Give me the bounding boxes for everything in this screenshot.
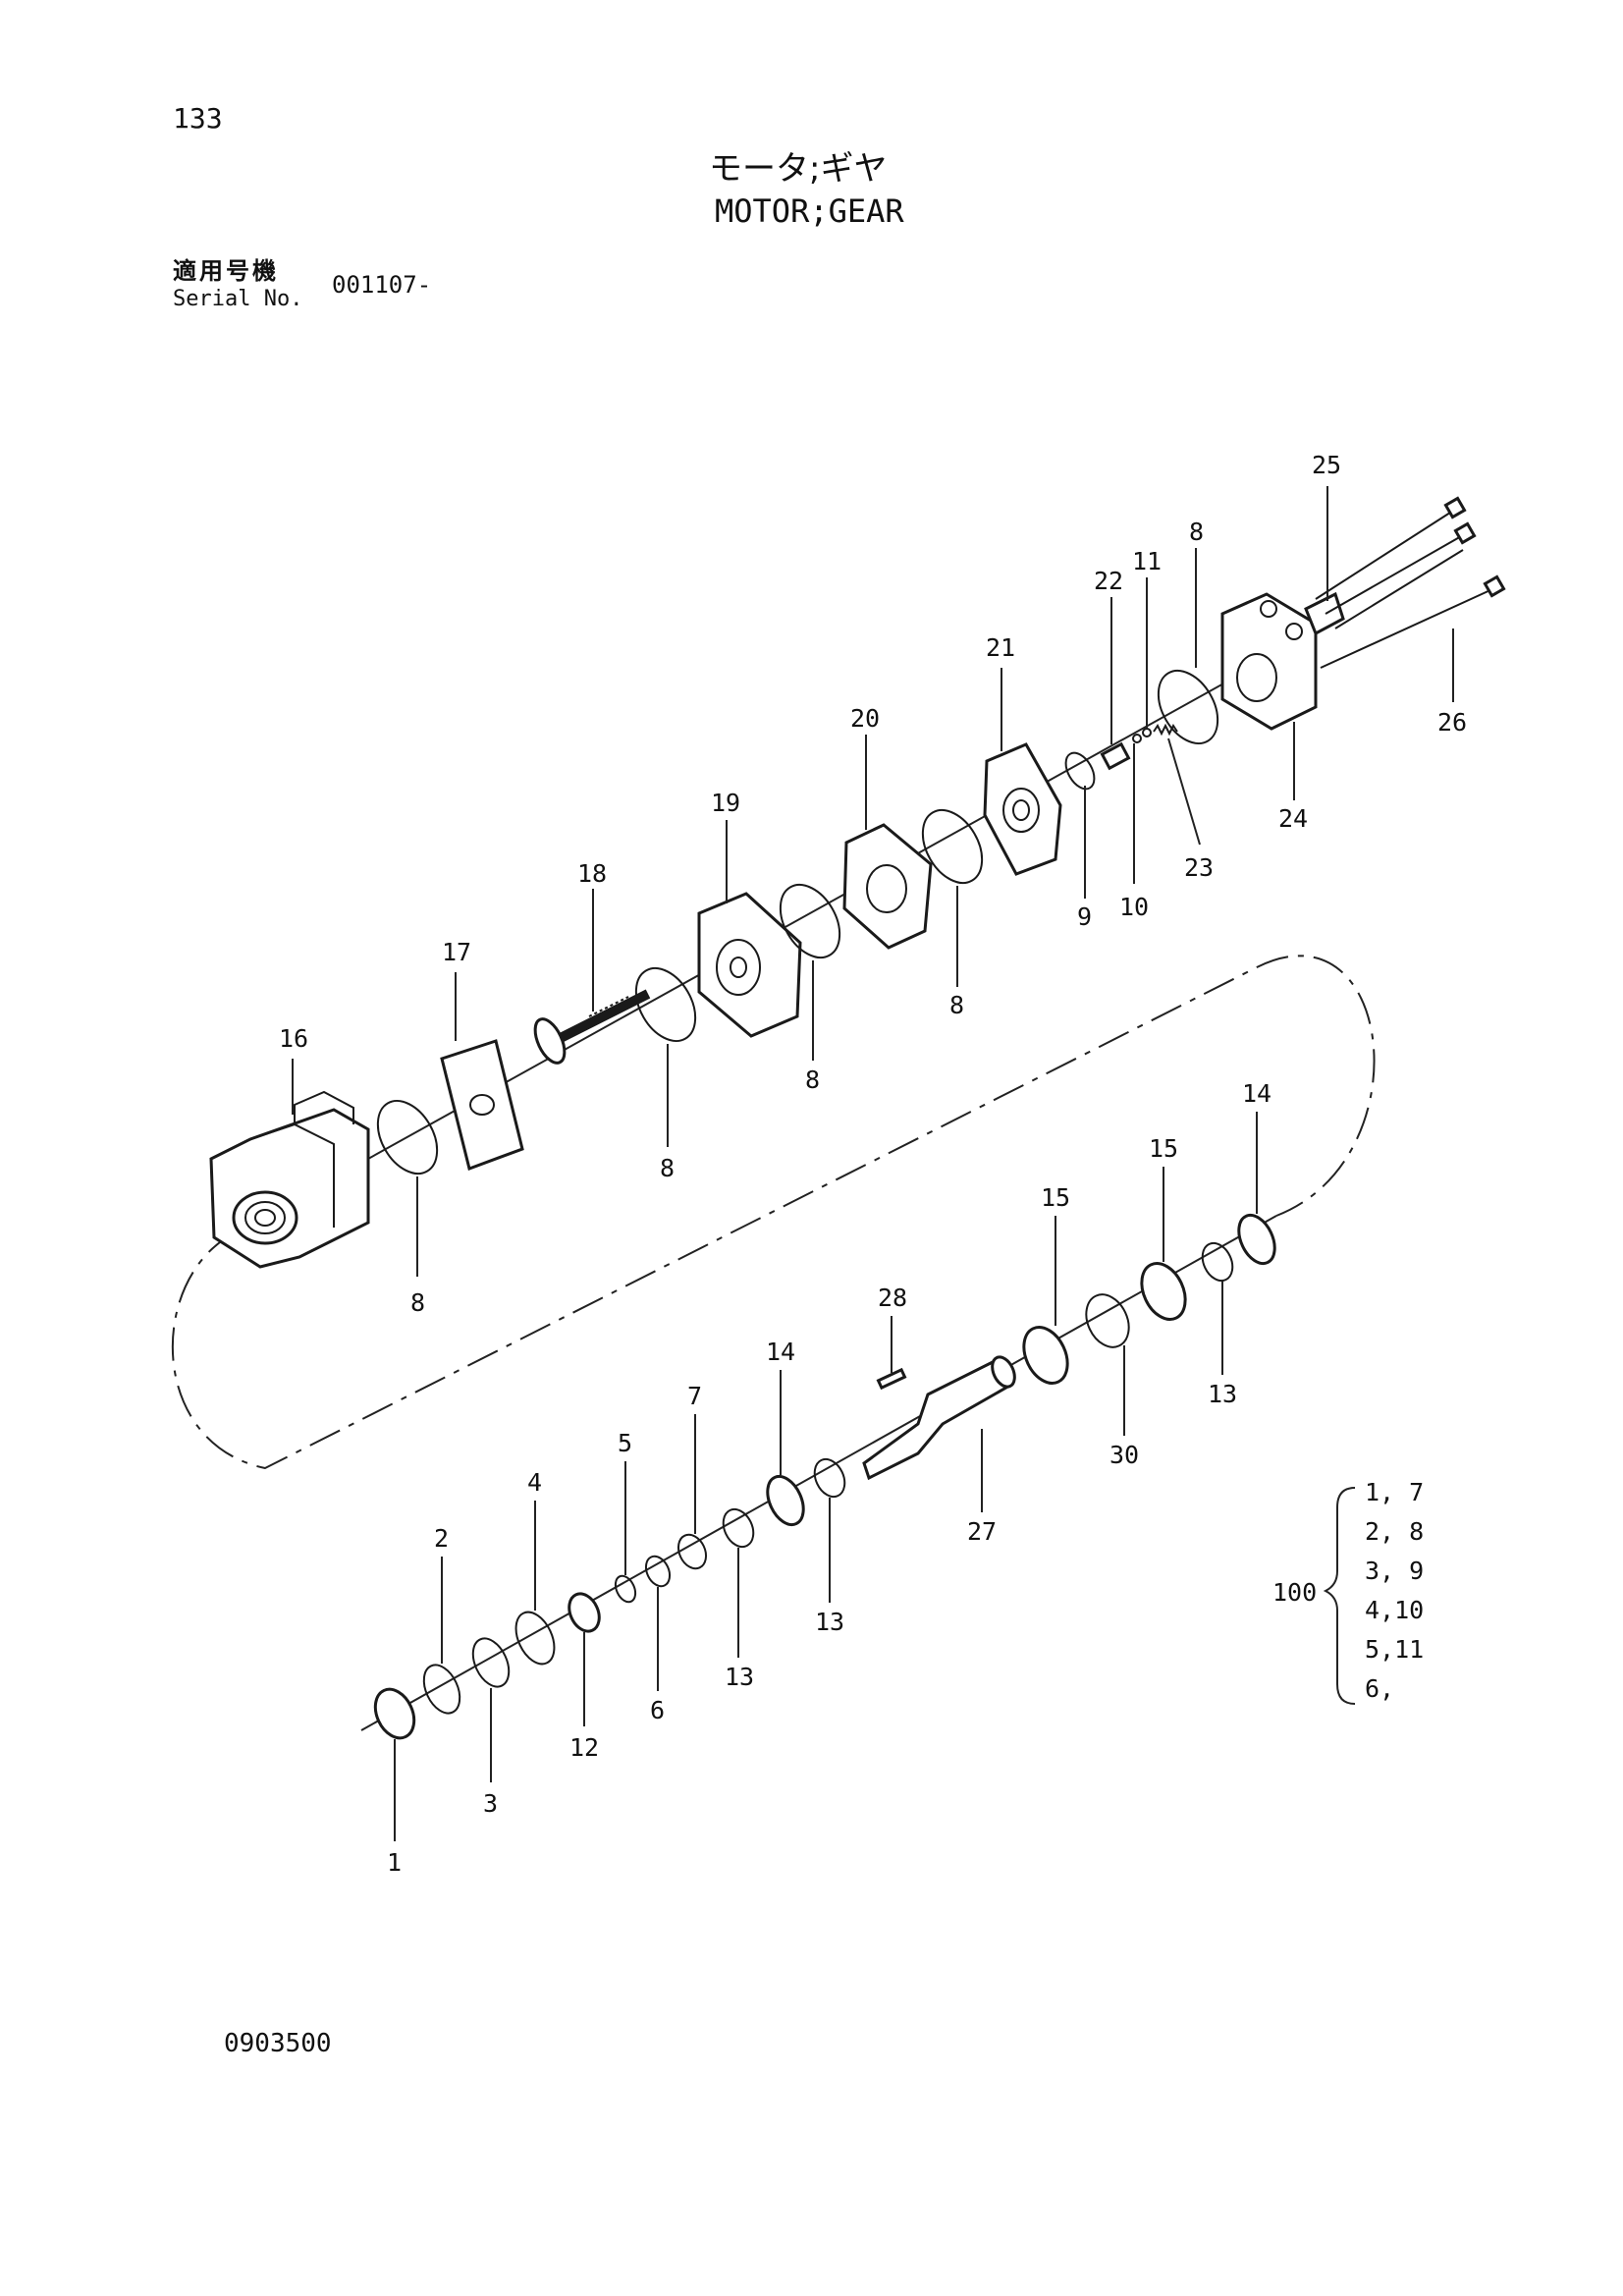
part-25-bracket (1304, 591, 1345, 636)
part-13-washer (1201, 1241, 1234, 1283)
callout-10: 10 (1119, 893, 1149, 921)
part-15-needle-bearing (1022, 1326, 1069, 1385)
kit-row: 3, 9 (1365, 1557, 1424, 1585)
callout-14: 14 (1242, 1079, 1271, 1108)
callout-30: 30 (1109, 1441, 1139, 1469)
callout-23: 23 (1184, 853, 1214, 882)
serial-label-english: Serial No. (173, 287, 303, 311)
kit-row: 1, 7 (1365, 1478, 1424, 1506)
callout-8: 8 (805, 1066, 820, 1094)
callout-15: 15 (1041, 1183, 1070, 1212)
callout-labels: 16 8 17 18 8 19 8 20 8 21 9 22 10 11 8 2… (279, 451, 1467, 1877)
assembly-connection-dashed-loop (171, 955, 1376, 1470)
part-22-valve (1100, 741, 1131, 771)
callout-9: 9 (1077, 902, 1092, 931)
part-3-ring (471, 1637, 511, 1688)
callout-14: 14 (766, 1338, 795, 1366)
part-24-end-cover (1220, 592, 1318, 731)
callout-3: 3 (483, 1789, 498, 1818)
part-8-o-ring (1157, 670, 1219, 744)
callout-22: 22 (1094, 567, 1123, 595)
callout-15: 15 (1149, 1134, 1178, 1163)
callout-13: 13 (815, 1608, 844, 1636)
kit-row: 2, 8 (1365, 1517, 1424, 1546)
callout-8: 8 (1189, 518, 1204, 546)
callout-18: 18 (577, 859, 607, 888)
part-10-ball (1132, 734, 1142, 743)
kit-label: 100 (1272, 1578, 1317, 1607)
part-14-thrust-bearing (1237, 1213, 1276, 1266)
callout-24: 24 (1278, 804, 1308, 833)
callout-26: 26 (1437, 708, 1467, 737)
kit-row: 6, (1365, 1674, 1394, 1703)
part-8-o-ring (921, 809, 984, 884)
callout-21: 21 (986, 633, 1015, 662)
part-5-ring (614, 1574, 637, 1604)
part-8-o-ring (376, 1100, 439, 1175)
callout-8: 8 (660, 1154, 675, 1182)
part-28-key (876, 1367, 907, 1391)
part-26-bolts (1315, 496, 1506, 669)
serial-number-value: 001107- (332, 271, 432, 299)
page-title-japanese: モータ;ギヤ (709, 149, 888, 189)
part-12-bearing (568, 1592, 601, 1633)
callout-6: 6 (650, 1696, 665, 1724)
callout-20: 20 (850, 704, 880, 733)
callout-13: 13 (1208, 1380, 1237, 1408)
callout-17: 17 (442, 938, 471, 966)
callout-25: 25 (1312, 451, 1341, 479)
callout-5: 5 (618, 1429, 632, 1457)
part-19-gear-block (697, 892, 802, 1038)
part-14-thrust-bearing (766, 1474, 805, 1527)
kit-row: 5,11 (1365, 1635, 1424, 1664)
part-21-plate (983, 742, 1062, 876)
lower-assembly-axis (360, 1215, 1277, 1731)
part-8-o-ring (779, 884, 841, 958)
kit-list: 100 1, 7 2, 8 3, 9 4,10 5,11 6, (1272, 1478, 1424, 1703)
part-15-needle-bearing (1140, 1262, 1187, 1321)
part-27-output-shaft (862, 1355, 1016, 1481)
part-18-shaft-gear (533, 989, 651, 1065)
part-20-plate (842, 823, 933, 950)
part-23-spring (1153, 723, 1178, 737)
drawing-code: 0903500 (224, 2029, 332, 2058)
callout-8: 8 (949, 991, 964, 1019)
callout-8: 8 (410, 1288, 425, 1317)
part-1-seal (373, 1687, 416, 1740)
part-13-washer (722, 1507, 755, 1549)
callout-28: 28 (878, 1284, 907, 1312)
callout-4: 4 (527, 1468, 542, 1497)
callout-7: 7 (687, 1382, 702, 1410)
callout-2: 2 (434, 1524, 449, 1553)
part-30-ring (1085, 1293, 1130, 1348)
callout-19: 19 (711, 789, 740, 817)
callout-13: 13 (725, 1663, 754, 1691)
callout-1: 1 (387, 1848, 402, 1877)
page-title-english: MOTOR;GEAR (715, 192, 904, 230)
callout-11: 11 (1132, 547, 1162, 575)
page-number: 133 (173, 102, 223, 135)
callout-12: 12 (569, 1733, 599, 1762)
part-9-ring (1064, 751, 1096, 791)
part-6-ring (644, 1555, 672, 1588)
part-17-plate (440, 1039, 524, 1171)
serial-label-japanese: 適用号機 (173, 257, 279, 285)
leader-lines (292, 486, 1454, 1841)
part-11-small-part (1142, 728, 1152, 738)
part-16-gear-housing (209, 1090, 370, 1269)
callout-16: 16 (279, 1024, 308, 1053)
kit-brace (1323, 1487, 1356, 1705)
part-7-ring (676, 1533, 708, 1570)
part-13-washer (813, 1457, 846, 1499)
part-2-ring (422, 1664, 461, 1715)
part-4-ring (514, 1611, 556, 1666)
part-8-o-ring (634, 967, 697, 1042)
kit-row: 4,10 (1365, 1596, 1424, 1624)
callout-27: 27 (967, 1517, 997, 1546)
